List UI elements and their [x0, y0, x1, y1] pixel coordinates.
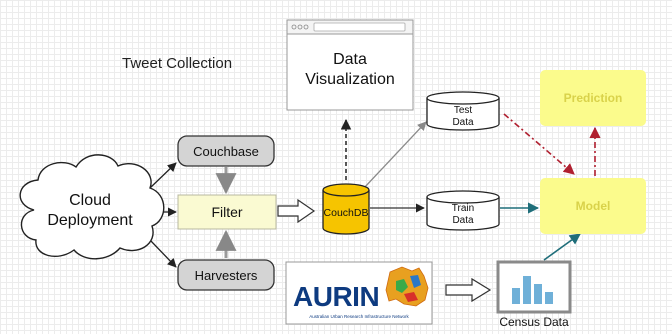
- model-node: Model: [540, 178, 646, 234]
- test-data-label-line2: Data: [452, 117, 474, 128]
- harvesters-label: Harvesters: [195, 268, 258, 283]
- train-data-label-line2: Data: [452, 215, 474, 226]
- bar-chart-icon: [512, 276, 553, 304]
- filter-label: Filter: [211, 204, 242, 220]
- data-visualization-node: Data Visualization: [286, 19, 414, 111]
- prediction-label: Prediction: [564, 91, 623, 105]
- test-data-node: Test Data: [426, 91, 500, 131]
- couchbase-label: Couchbase: [193, 144, 259, 159]
- couchdb-top: [322, 183, 370, 197]
- census-label: Census Data: [499, 315, 569, 329]
- test-data-top: [426, 91, 500, 105]
- couchbase-node: Couchbase: [177, 135, 275, 167]
- cloud-deployment-node: Cloud Deployment: [19, 154, 165, 260]
- cloud-to-harvesters-arrow: [149, 239, 177, 268]
- visualization-label-line1: Data: [333, 51, 367, 68]
- aurin-to-census-arrow: [445, 277, 492, 303]
- couchdb-to-test-arrow: [363, 121, 427, 189]
- map-region-red: [404, 292, 418, 302]
- map-region-green: [396, 279, 408, 293]
- tweet-collection-title: Tweet Collection: [122, 55, 232, 72]
- bar-chart-icon-bar: [512, 288, 520, 304]
- cloud-to-couchbase-arrow: [149, 162, 177, 189]
- harvesters-box: [177, 259, 275, 291]
- prediction-box: [540, 70, 646, 126]
- train-data-label-line1: Train: [452, 203, 474, 214]
- address-bar: [313, 22, 406, 32]
- couchbase-box: [177, 135, 275, 167]
- window-dot-icon: [297, 24, 303, 30]
- test-data-label-line1: Test: [454, 105, 473, 116]
- aurin-logo-text: AURIN: [293, 281, 379, 312]
- census-to-model-arrow: [543, 233, 581, 261]
- aurin-subtitle: Australian Urban Research Infrastructure…: [309, 314, 409, 319]
- visualization-label-line2: Visualization: [305, 71, 395, 88]
- train-data-top: [426, 190, 500, 204]
- test-data-body: [426, 98, 500, 131]
- australia-map-icon: [385, 266, 429, 307]
- window-dot-icon: [303, 24, 309, 30]
- couchdb-body: [322, 190, 370, 235]
- filter-to-couchdb-arrow: [277, 198, 316, 224]
- couchdb-node: CouchDB: [322, 183, 370, 235]
- filter-box: [177, 194, 277, 230]
- couchdb-label: CouchDB: [324, 207, 369, 219]
- aurin-node: AURIN Australian Urban Research Infrastr…: [285, 261, 433, 325]
- test-to-model-arrow: [503, 113, 575, 175]
- window-dot-icon: [291, 24, 297, 30]
- bar-chart-icon-bar: [545, 292, 553, 304]
- prediction-node: Prediction: [540, 70, 646, 126]
- cloud-label-line2: Deployment: [47, 212, 133, 229]
- map-region-blue: [410, 275, 421, 288]
- cloud-shape: [19, 154, 165, 260]
- model-box: [540, 178, 646, 234]
- model-label: Model: [576, 199, 611, 213]
- census-data-node: Census Data: [496, 260, 572, 329]
- cloud-label-line1: Cloud: [69, 192, 111, 209]
- harvesters-node: Harvesters: [177, 259, 275, 291]
- visualization-window: [286, 19, 414, 111]
- bar-chart-icon-bar: [523, 276, 531, 304]
- train-data-node: Train Data: [426, 190, 500, 231]
- filter-node: Filter: [177, 194, 277, 230]
- bar-chart-icon-bar: [534, 284, 542, 304]
- train-data-body: [426, 197, 500, 231]
